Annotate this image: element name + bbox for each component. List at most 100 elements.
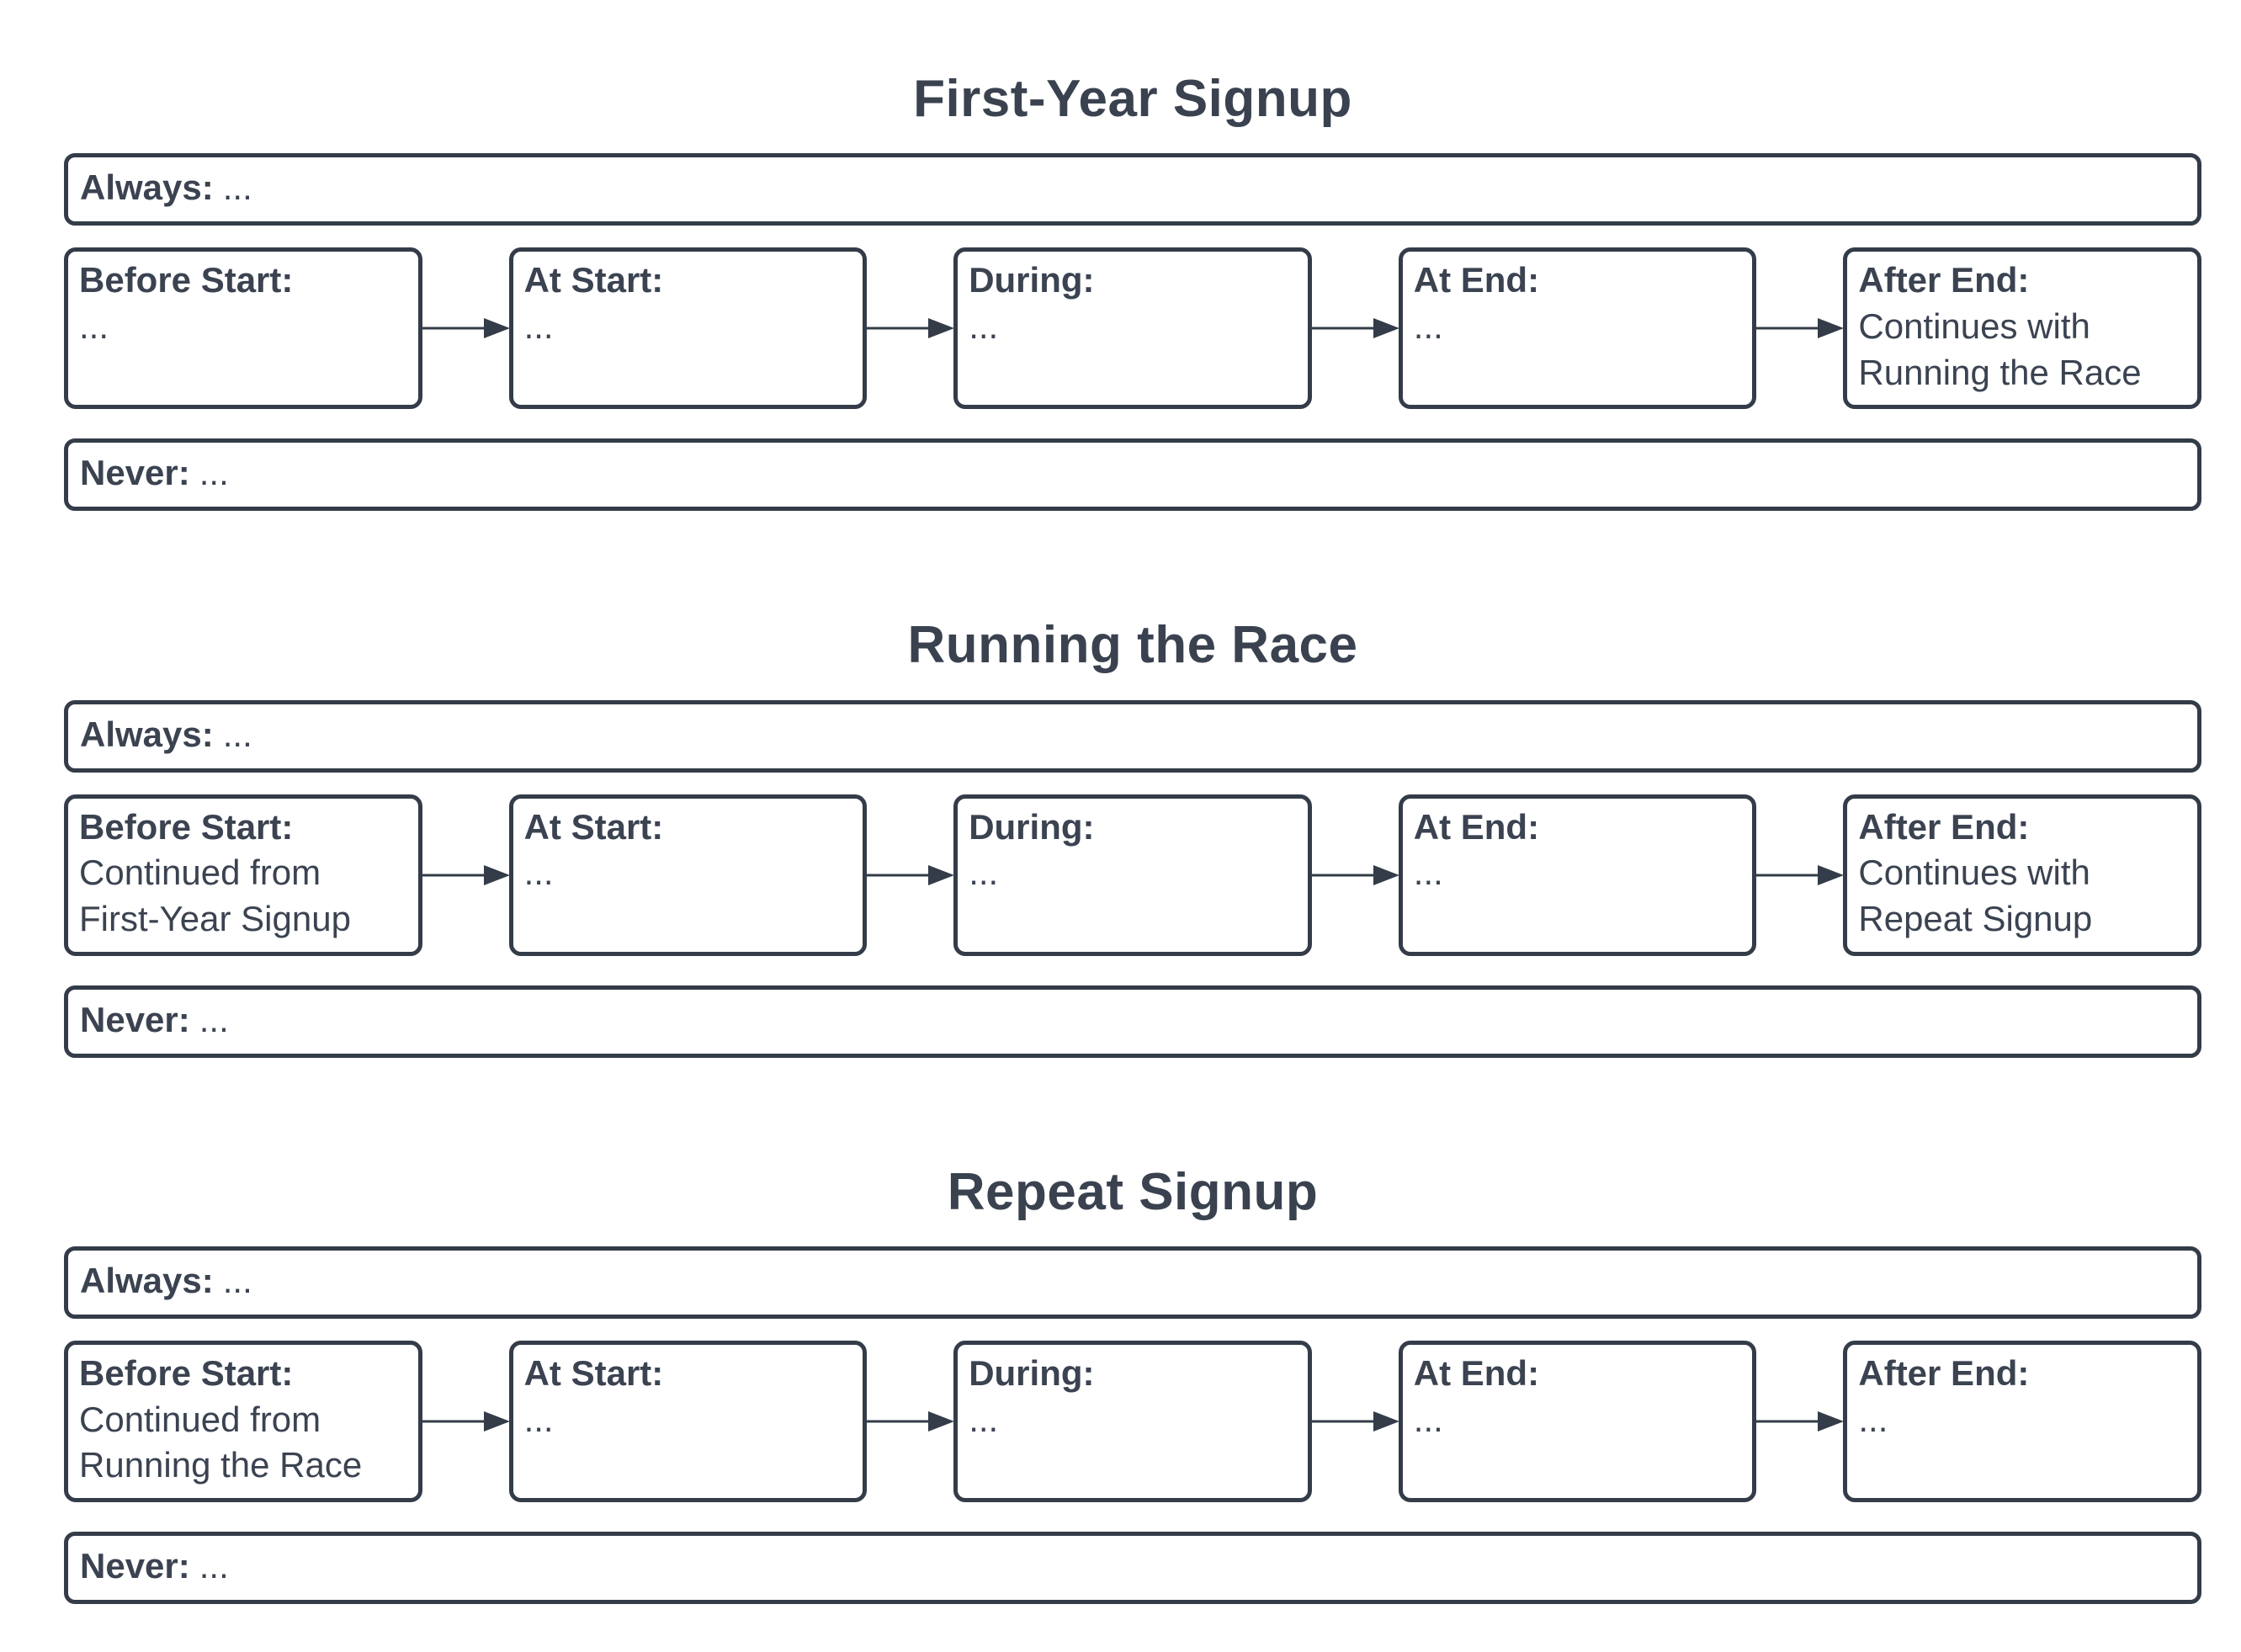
never-bar: Never:... [64,985,2201,1058]
arrow-head-icon [1373,318,1399,339]
arrow-head-icon [1373,864,1399,885]
box-body: ... [79,305,109,346]
timeline-row: Before Start: Continued from First-Year … [64,794,2201,956]
box-label: At End: [1413,806,1540,847]
arrow-line [422,1420,486,1423]
arrow-line [867,1420,932,1423]
always-bar: Always:... [64,699,2201,773]
box-body: ... [1413,305,1443,346]
box-label: At End: [1413,260,1540,300]
box-label: At End: [1413,1353,1540,1394]
never-bar: Never:... [64,438,2201,512]
box-body: ... [1413,853,1443,893]
box-during: During: ... [953,1341,1312,1503]
box-label: Before Start: [79,806,294,847]
always-value: ... [222,167,252,208]
arrow-line [1756,1420,1821,1423]
flow-arrow [1756,1341,1845,1502]
flow-arrow [867,247,955,409]
arrow-head-icon [483,318,510,339]
box-label: During: [969,260,1095,300]
box-label: Before Start: [79,1353,294,1394]
section-title: Repeat Signup [947,1162,1319,1221]
box-body: Continues with Repeat Signup [1858,853,2093,938]
arrow-head-icon [1818,318,1845,339]
box-body: ... [1413,1399,1443,1439]
flow-arrow [1756,247,1845,409]
box-after-end: After End: Continues with Repeat Signup [1843,794,2201,956]
arrow-line [422,327,486,330]
box-at-end: At End: ... [1398,247,1757,410]
box-body: Continued from Running the Race [79,1399,363,1485]
box-body: ... [523,305,554,346]
always-label: Always: [80,167,214,208]
always-value: ... [222,1261,252,1301]
arrow-head-icon [483,1411,510,1432]
flow-arrow [1311,1341,1399,1502]
box-before-start: Before Start: Continued from Running the… [64,1341,422,1503]
flow-arrow [422,794,510,956]
arrow-line [867,327,932,330]
flow-arrow [422,1341,510,1502]
flow-arrow [422,247,510,409]
box-body: ... [523,1399,554,1439]
arrow-line [1311,327,1376,330]
arrow-line [1756,874,1821,877]
section-title: First-Year Signup [913,70,1352,128]
arrow-head-icon [1818,864,1845,885]
flow-arrow [867,794,955,956]
always-bar: Always:... [64,1246,2201,1320]
box-label: During: [969,806,1095,847]
phase-section-running-the-race: Running the Race Always:... Before Start… [64,612,2201,1058]
always-bar: Always:... [64,153,2201,226]
box-after-end: After End: Continues with Running the Ra… [1843,247,2201,410]
arrow-head-icon [928,864,955,885]
box-before-start: Before Start: ... [64,247,422,410]
arrow-line [1311,874,1376,877]
phase-section-first-year-signup: First-Year Signup Always:... Before Star… [64,66,2201,512]
box-label: After End: [1858,806,2030,847]
never-label: Never: [80,999,190,1039]
phase-section-repeat-signup: Repeat Signup Always:... Before Start: C… [64,1159,2201,1605]
box-body: ... [969,1399,999,1439]
arrow-head-icon [1818,1411,1845,1432]
box-during: During: ... [953,247,1312,410]
flow-arrow [867,1341,955,1502]
never-value: ... [199,1546,229,1586]
box-label: At Start: [523,260,664,300]
arrow-head-icon [1373,1411,1399,1432]
never-value: ... [199,453,229,493]
box-at-end: At End: ... [1398,794,1757,956]
always-label: Always: [80,1261,214,1301]
arrow-head-icon [483,864,510,885]
arrow-line [1311,1420,1376,1423]
box-label: During: [969,1353,1095,1394]
box-label: At Start: [523,1353,664,1394]
always-label: Always: [80,714,214,754]
flow-arrow [1756,794,1845,956]
box-label: After End: [1858,1353,2030,1394]
flow-arrow [1311,794,1399,956]
arrow-line [1756,327,1821,330]
never-label: Never: [80,453,190,493]
box-during: During: ... [953,794,1312,956]
box-at-start: At Start: ... [508,794,868,956]
section-title: Running the Race [907,616,1358,675]
box-after-end: After End: ... [1843,1341,2201,1503]
timeline-row: Before Start: Continued from Running the… [64,1341,2201,1503]
never-bar: Never:... [64,1532,2201,1605]
box-body: ... [523,853,554,893]
box-before-start: Before Start: Continued from First-Year … [64,794,422,956]
box-at-start: At Start: ... [508,1341,868,1503]
arrow-line [422,874,486,877]
arrow-line [867,874,932,877]
never-label: Never: [80,1546,190,1586]
box-label: After End: [1858,260,2030,300]
arrow-head-icon [928,1411,955,1432]
flow-arrow [1311,247,1399,409]
box-at-end: At End: ... [1398,1341,1757,1503]
box-body: Continued from First-Year Signup [79,853,351,938]
timeline-row: Before Start: ... At Start: ... During: … [64,247,2201,410]
always-value: ... [222,714,252,754]
